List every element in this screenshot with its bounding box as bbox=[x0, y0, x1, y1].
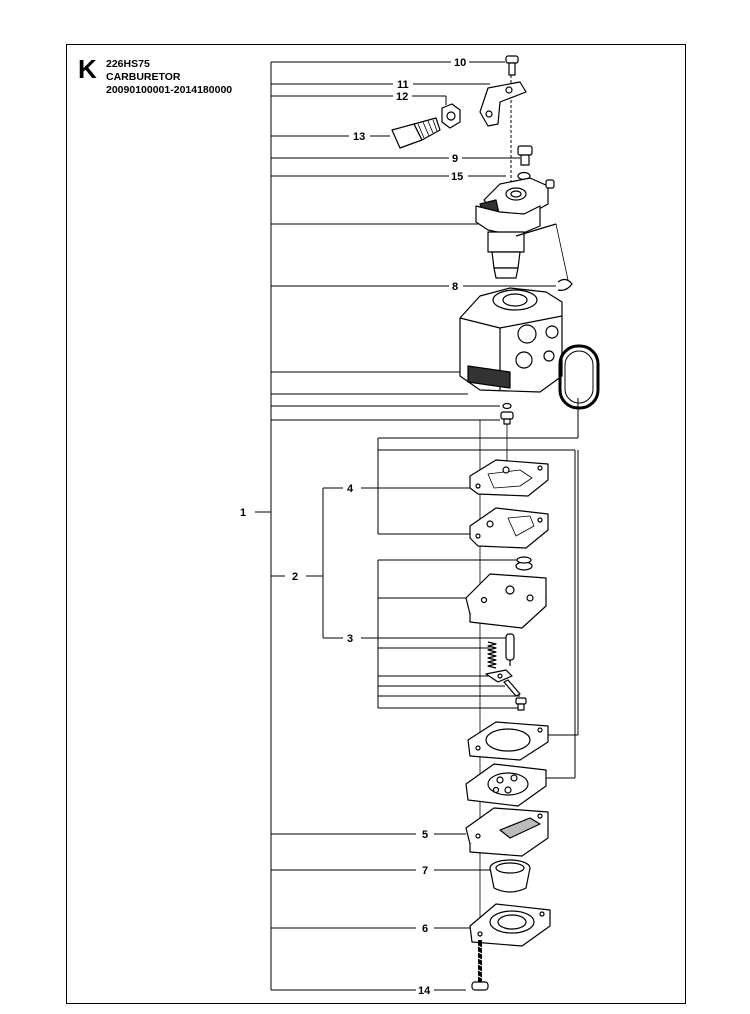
metering-body bbox=[465, 556, 547, 629]
part-6-primer-cover bbox=[469, 903, 551, 947]
callout-6: 6 bbox=[422, 923, 428, 935]
plug-screw bbox=[500, 411, 514, 425]
throttle-lever-assembly bbox=[475, 177, 569, 281]
callout-12: 12 bbox=[396, 91, 408, 103]
carburetor-body bbox=[459, 287, 563, 393]
diagram-frame bbox=[66, 44, 686, 1004]
serial-range: 20090100001-2014180000 bbox=[106, 84, 233, 96]
callout-10: 10 bbox=[454, 57, 466, 69]
pump-diaphragm bbox=[465, 763, 547, 807]
diagram-title: CARBURETOR bbox=[106, 71, 181, 83]
callout-2: 2 bbox=[292, 571, 298, 583]
callout-13: 13 bbox=[353, 131, 365, 143]
metering-lever bbox=[485, 669, 513, 683]
lever-pin bbox=[503, 679, 521, 697]
callout-4: 4 bbox=[347, 483, 354, 495]
part-7-primer-cup bbox=[489, 859, 531, 893]
callout-1: 1 bbox=[240, 507, 246, 519]
part-4-gasket-lower bbox=[469, 507, 549, 549]
part-13-adjust-screw bbox=[391, 117, 441, 149]
part-14-long-screw bbox=[471, 940, 489, 991]
diaphragm-gasket bbox=[467, 721, 549, 761]
lever-screw bbox=[515, 697, 527, 711]
intake-gasket bbox=[558, 344, 600, 410]
part-4-gasket-upper bbox=[469, 459, 549, 497]
part-11-bracket bbox=[479, 81, 527, 127]
part-9-needle-screw bbox=[517, 145, 533, 166]
part-5-pump-cover bbox=[465, 807, 549, 857]
metering-spring bbox=[487, 641, 497, 669]
callout-7: 7 bbox=[422, 865, 428, 877]
callout-3: 3 bbox=[347, 633, 353, 645]
part-8-clip bbox=[557, 278, 573, 291]
section-letter: K bbox=[78, 54, 97, 84]
part-12-nut bbox=[441, 103, 461, 129]
model-number: 226HS75 bbox=[106, 58, 150, 70]
callout-9: 9 bbox=[452, 153, 458, 165]
callout-15: 15 bbox=[451, 171, 463, 183]
callout-5: 5 bbox=[422, 829, 428, 841]
callout-8: 8 bbox=[452, 281, 458, 293]
callout-14: 14 bbox=[418, 985, 431, 997]
callout-11: 11 bbox=[397, 79, 409, 91]
inlet-needle bbox=[505, 633, 515, 666]
part-10-screw bbox=[505, 55, 519, 76]
